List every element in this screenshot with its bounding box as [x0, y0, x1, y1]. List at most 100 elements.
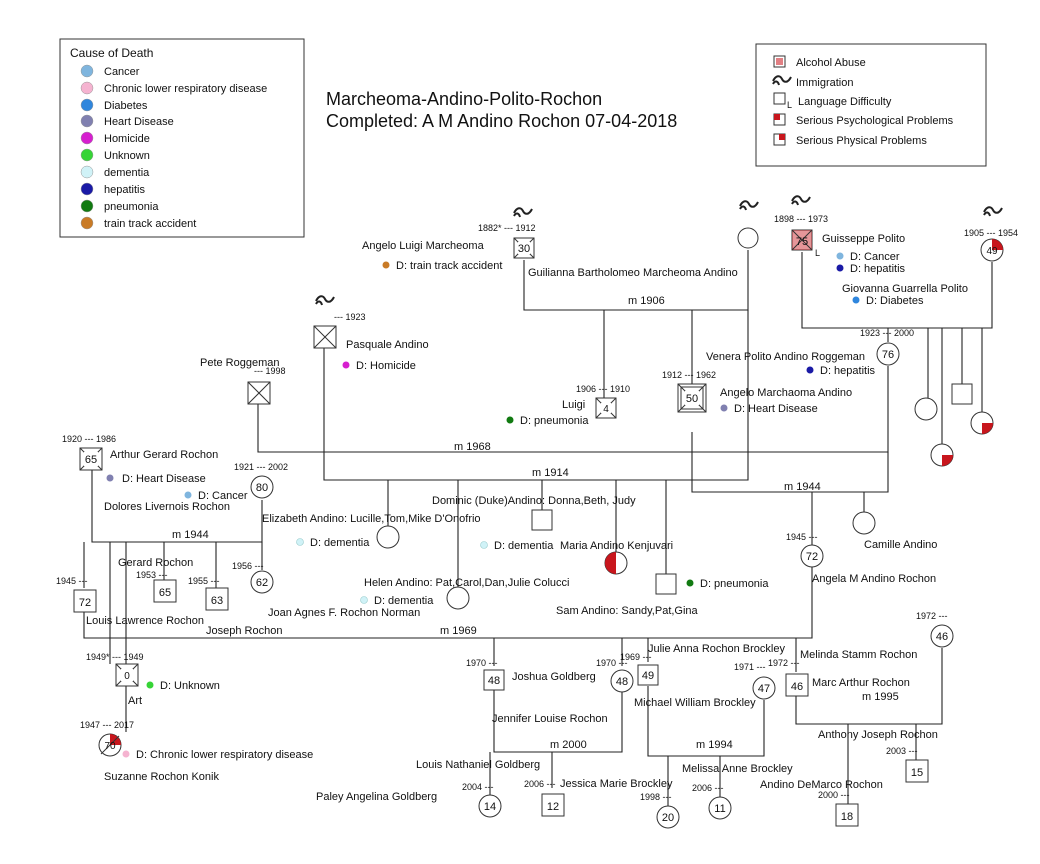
- svg-text:20: 20: [662, 812, 674, 824]
- svg-text:Maria Andino Kenjuvari: Maria Andino Kenjuvari: [560, 540, 673, 552]
- person-camille: Camille Andino: [852, 511, 937, 551]
- person-julie: 1969 --- 49 Julie Anna Rochon Brockley: [620, 643, 785, 686]
- svg-text:11: 11: [714, 803, 725, 815]
- svg-text:Suzanne Rochon Konik: Suzanne Rochon Konik: [104, 771, 219, 783]
- svg-text:D: dementia: D: dementia: [494, 540, 554, 552]
- polito-children: [914, 383, 994, 467]
- svg-text:D: dementia: D: dementia: [310, 537, 370, 549]
- svg-text:Helen Andino: Pat,Carol,Dan,Ju: Helen Andino: Pat,Carol,Dan,Julie Colucc…: [364, 577, 569, 589]
- immigration-icon: [983, 206, 1003, 217]
- svg-text:1906 --- 1910: 1906 --- 1910: [576, 384, 630, 394]
- svg-text:49: 49: [986, 246, 998, 257]
- person-andino-d: Andino DeMarco Rochon 2006 --- 11: [692, 779, 883, 820]
- svg-text:dementia: dementia: [104, 167, 150, 179]
- svg-text:hepatitis: hepatitis: [104, 184, 145, 196]
- marriage-label: m 1944: [172, 529, 209, 541]
- svg-text:Venera Polito Andino Roggeman: Venera Polito Andino Roggeman: [706, 351, 865, 363]
- svg-text:Diabetes: Diabetes: [104, 100, 148, 112]
- marriage-label: m 1914: [532, 467, 569, 479]
- svg-text:D: Heart Disease: D: Heart Disease: [122, 473, 206, 485]
- person-anthony: Anthony Joseph Rochon 2003 --- 15: [818, 729, 938, 783]
- svg-text:1923 --- 2000: 1923 --- 2000: [860, 328, 914, 338]
- svg-text:D: Chronic lower respiratory d: D: Chronic lower respiratory disease: [136, 749, 313, 761]
- svg-text:62: 62: [256, 577, 268, 589]
- svg-text:47: 47: [758, 683, 770, 695]
- diagram-subtitle: Completed: A M Andino Rochon 07-04-2018: [326, 111, 677, 131]
- cause-legend-item: Cancer: [80, 64, 140, 78]
- svg-text:D: pneumonia: D: pneumonia: [520, 415, 589, 427]
- marriage-label: m 1944: [784, 481, 821, 493]
- person-dominic: Dominic (Duke)Andino: Donna,Beth, Judy: [432, 495, 636, 531]
- cause-of-death-legend: Cause of Death Cancer Chronic lower resp…: [59, 38, 305, 238]
- person-guisseppe: 1898 --- 1973 75 L Guisseppe Polito D: C…: [774, 195, 906, 275]
- svg-text:1970 ---: 1970 ---: [466, 658, 498, 668]
- svg-text:Giovanna Guarrella Polito: Giovanna Guarrella Polito: [842, 283, 968, 295]
- legend-immigration-label: Immigration: [796, 77, 853, 89]
- svg-text:Joan Agnes F. Rochon Norman: Joan Agnes F. Rochon Norman: [268, 607, 420, 619]
- svg-text:Jessica Marie Brockley: Jessica Marie Brockley: [560, 778, 673, 790]
- svg-text:1998 ---: 1998 ---: [640, 792, 672, 802]
- person-pete: Pete Roggeman --- 1998: [200, 357, 286, 405]
- cause-legend-item: Heart Disease: [80, 114, 174, 128]
- svg-text:46: 46: [791, 681, 803, 693]
- person-paley: Paley Angelina Goldberg: [316, 791, 437, 803]
- cause-legend-item: hepatitis: [80, 182, 145, 196]
- svg-text:1955 ---: 1955 ---: [188, 576, 220, 586]
- svg-text:Louis Lawrence Rochon: Louis Lawrence Rochon: [86, 615, 204, 627]
- person-luigi: 1906 --- 1910 4 Luigi D: pneumonia: [506, 384, 630, 427]
- svg-text:72: 72: [806, 551, 818, 563]
- person-angela: 1945 --- 72 Angela M Andino Rochon: [786, 532, 936, 585]
- immigration-icon: [791, 195, 811, 206]
- legend-language-label: Language Difficulty: [798, 96, 892, 108]
- svg-text:Guisseppe Polito: Guisseppe Polito: [822, 233, 905, 245]
- svg-text:1970 ---: 1970 ---: [596, 658, 628, 668]
- cause-legend-heading: Cause of Death: [70, 46, 153, 60]
- person-elizabeth: Elizabeth Andino: Lucille,Tom,Mike D'Ono…: [262, 513, 481, 549]
- svg-text:D: Cancer: D: Cancer: [198, 490, 248, 502]
- svg-text:48: 48: [616, 676, 628, 688]
- svg-text:train track accident: train track accident: [104, 218, 196, 230]
- person-jennifer: 1970 --- 48 Jennifer Louise Rochon: [492, 658, 634, 725]
- svg-text:Unknown: Unknown: [104, 150, 150, 162]
- person-venera: 1923 --- 2000 76 Venera Polito Andino Ro…: [706, 328, 914, 377]
- svg-text:D: hepatitis: D: hepatitis: [850, 263, 906, 275]
- svg-text:Andino DeMarco Rochon: Andino DeMarco Rochon: [760, 779, 883, 791]
- svg-text:Sam Andino: Sandy,Pat,Gina: Sam Andino: Sandy,Pat,Gina: [556, 605, 699, 617]
- legend-physical-label: Serious Physical Problems: [796, 135, 927, 147]
- person-louis-n: Louis Nathaniel Goldberg 2004 --- 14: [416, 759, 540, 818]
- svg-text:--- 1923: --- 1923: [334, 312, 366, 322]
- marriage-label: m 2000: [550, 739, 587, 751]
- person-maria: D: dementia Maria Andino Kenjuvari: [480, 540, 673, 575]
- svg-text:Melinda Stamm Rochon: Melinda Stamm Rochon: [800, 649, 917, 661]
- physical-problems-icon: [773, 133, 786, 146]
- svg-text:pneumonia: pneumonia: [104, 201, 159, 213]
- marriage-label: m 1969: [440, 625, 477, 637]
- svg-text:Arthur Gerard Rochon: Arthur Gerard Rochon: [110, 449, 218, 461]
- person-angelo-m: 1912 --- 1962 50 Angelo Marchaoma Andino…: [662, 370, 852, 415]
- svg-text:4: 4: [603, 404, 609, 415]
- immigration-icon: [739, 200, 759, 211]
- svg-text:1949* --- 1949: 1949* --- 1949: [86, 652, 144, 662]
- person-angelo-luigi: Angelo Luigi Marcheoma D: train track ac…: [362, 240, 502, 272]
- svg-text:Melissa Anne Brockley: Melissa Anne Brockley: [682, 763, 793, 775]
- person-joshua: 1970 --- 48 Joshua Goldberg: [466, 658, 596, 691]
- person-arthur: 1920 --- 1986 65 Arthur Gerard Rochon D:…: [62, 434, 218, 485]
- svg-text:1971 ---: 1971 ---: [734, 662, 766, 672]
- svg-text:2000 ---: 2000 ---: [818, 790, 850, 800]
- marriage-label: m 1906: [628, 295, 665, 307]
- svg-text:--- 1998: --- 1998: [254, 366, 286, 376]
- svg-text:1882* --- 1912: 1882* --- 1912: [478, 223, 536, 233]
- svg-text:Angela M Andino Rochon: Angela M Andino Rochon: [812, 573, 936, 585]
- svg-text:D: Diabetes: D: Diabetes: [866, 295, 924, 307]
- svg-text:Cancer: Cancer: [104, 66, 140, 78]
- svg-text:D: Homicide: D: Homicide: [356, 360, 416, 372]
- svg-text:Joshua Goldberg: Joshua Goldberg: [512, 671, 596, 683]
- person-andino-d-son: 2000 --- 18: [818, 790, 859, 827]
- marriage-label: m 1995: [862, 691, 899, 703]
- svg-text:0: 0: [124, 671, 130, 682]
- svg-text:Pasquale Andino: Pasquale Andino: [346, 339, 429, 351]
- cause-legend-item: train track accident: [80, 216, 196, 230]
- immigration-icon: [513, 207, 533, 218]
- svg-text:Dominic (Duke)Andino: Donna,Be: Dominic (Duke)Andino: Donna,Beth, Judy: [432, 495, 636, 507]
- svg-text:1945 ---: 1945 ---: [786, 532, 818, 542]
